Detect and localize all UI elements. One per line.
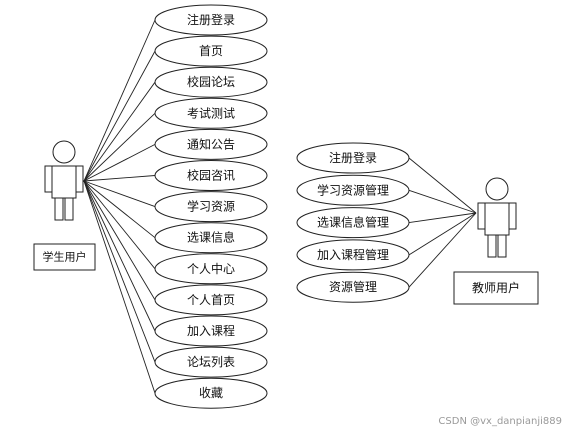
student-use-case: 校园论坛 [154,66,268,98]
teacher-association-line [408,212,477,256]
student-actor-head [52,140,76,164]
teacher-use-case-ellipse [296,174,410,206]
student-use-case-label: 校园论坛 [187,74,235,89]
student-use-case-label: 加入课程 [187,323,235,338]
student-use-case-ellipse [154,284,268,316]
student-association-line [83,180,156,208]
teacher-actor-label: 教师用户 [453,271,539,305]
student-actor-label: 学生用户 [33,243,96,271]
student-association-line [83,19,156,182]
student-use-case-ellipse [154,4,268,36]
student-use-case-label: 考试测试 [187,105,235,120]
student-actor-right-arm [75,165,84,193]
teacher-use-case-label: 学习资源管理 [317,182,389,197]
student-use-case: 首页 [154,35,268,67]
watermark: CSDN @vx_danpianji889 [438,416,562,427]
student-use-case-label: 校园咨讯 [187,168,235,183]
teacher-association-line [408,189,477,214]
teacher-use-case: 注册登录 [296,142,410,174]
student-use-case-label: 注册登录 [187,12,235,27]
student-association-line [83,112,156,182]
student-actor-icon [44,140,84,221]
teacher-actor-body [484,202,510,236]
student-use-case-label: 个人中心 [187,261,235,276]
student-actor-left-arm [44,165,53,193]
student-label-box [33,243,96,271]
teacher-use-case: 学习资源管理 [296,174,410,206]
student-use-case: 校园咨讯 [154,160,268,191]
teacher-use-case-label: 选课信息管理 [317,215,389,230]
student-use-case-label: 个人首页 [187,293,235,307]
associations [83,19,477,394]
student-use-case: 个人中心 [154,253,268,285]
student-use-case: 选课信息 [154,222,268,254]
student-use-case-ellipse [154,66,268,98]
student-use-case-ellipse [154,346,268,378]
teacher-use-case-ellipse [296,207,410,239]
teacher-use-case-ellipse [296,142,410,174]
student-use-case-label: 通知公告 [187,137,235,151]
student-actor-body [51,165,77,199]
student-use-case: 考试测试 [154,97,268,129]
student-association-line [83,180,156,332]
student-use-case-ellipse [154,97,268,129]
teacher-actor-left-arm [477,202,486,230]
teacher-actor-left-leg [487,234,497,258]
teacher-association-line [408,157,477,214]
student-association-line [83,81,156,182]
student-use-case-label: 首页 [199,44,223,58]
teacher-use-case-ellipse [296,239,410,271]
student-use-case-ellipse [154,191,268,223]
student-use-case-ellipse [154,160,268,191]
teacher-actor-icon [477,177,517,258]
student-use-case: 收藏 [154,377,268,409]
student-use-case-ellipse [154,35,268,67]
teacher-use-case-label: 注册登录 [329,150,377,165]
student-association-line [83,50,156,182]
teacher-association-line [408,212,477,224]
teacher-use-case: 加入课程管理 [296,239,410,271]
teacher-label-text: 教师用户 [472,280,520,295]
student-use-case: 学习资源 [154,191,268,223]
student-association-line [83,180,156,363]
student-use-case-ellipse [154,222,268,254]
student-association-line [83,180,156,239]
teacher-use-case: 选课信息管理 [296,207,410,239]
teacher-actor-right-leg [497,234,507,258]
student-association-line [83,180,156,270]
teacher-use-case-label: 资源管理 [329,279,377,294]
student-use-case: 注册登录 [154,4,268,36]
student-use-case-label: 选课信息 [187,230,235,245]
student-use-case-label: 论坛列表 [187,355,235,369]
teacher-actor-right-arm [508,202,517,230]
student-use-case-ellipse [154,315,268,347]
student-use-case-ellipse [154,377,268,409]
student-use-case-label: 学习资源 [187,199,235,214]
student-use-case-ellipse [154,128,268,160]
teacher-use-case-ellipse [296,271,410,303]
student-use-case: 论坛列表 [154,346,268,378]
student-actor-left-leg [54,197,64,221]
student-use-case-ellipse [154,253,268,285]
teacher-actor-head [485,177,509,201]
student-association-line [83,180,156,301]
student-association-line [83,175,156,182]
teacher-use-case-label: 加入课程管理 [317,247,389,262]
use-cases: 注册登录首页校园论坛考试测试通知公告校园咨讯学习资源选课信息个人中心个人首页加入… [154,4,410,409]
student-use-case-label: 收藏 [199,386,223,400]
student-actor-right-leg [64,197,74,221]
teacher-association-line [408,212,477,288]
teacher-label-box [453,271,539,305]
student-association-line [83,144,156,182]
teacher-use-case: 资源管理 [296,271,410,303]
student-use-case: 通知公告 [154,128,268,160]
student-association-line [83,180,156,394]
student-use-case: 加入课程 [154,315,268,347]
student-label-text: 学生用户 [43,250,87,264]
student-use-case: 个人首页 [154,284,268,316]
